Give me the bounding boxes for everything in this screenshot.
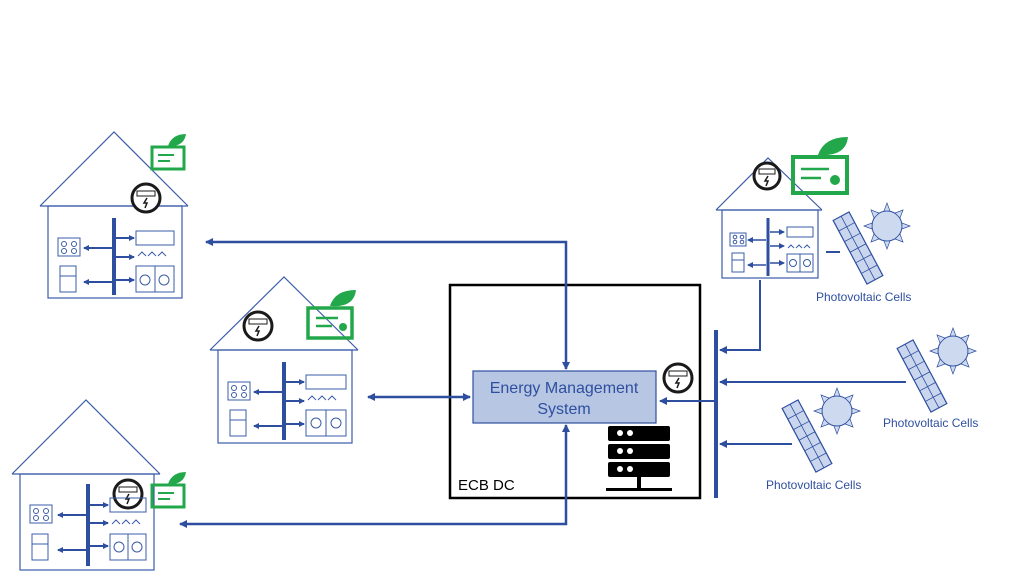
sun-icon bbox=[813, 387, 861, 435]
smart-meter-icon bbox=[752, 161, 782, 191]
house-bottom-left bbox=[11, 399, 186, 571]
pv-label-right: Photovoltaic Cells bbox=[883, 416, 978, 430]
house-icon bbox=[39, 131, 189, 299]
stove-icon bbox=[729, 232, 747, 247]
house-icon bbox=[11, 399, 161, 571]
datacenter-label: ECB DC bbox=[458, 477, 515, 494]
stove-icon bbox=[57, 237, 81, 257]
pv-label-top: Photovoltaic Cells bbox=[816, 290, 911, 304]
link-house-top-left bbox=[205, 238, 570, 370]
smart-meter-icon bbox=[112, 478, 144, 510]
fridge-icon bbox=[31, 533, 49, 561]
air-conditioner-icon bbox=[305, 374, 347, 401]
sun-icon bbox=[863, 202, 911, 250]
fridge-icon bbox=[59, 265, 77, 293]
green-certificate-icon bbox=[150, 134, 186, 171]
stove-icon bbox=[227, 381, 251, 401]
ems-box[interactable]: Energy Management System bbox=[472, 370, 657, 424]
datacenter-box bbox=[448, 283, 702, 500]
server-rack-icon bbox=[606, 426, 672, 491]
washer-icon bbox=[305, 409, 347, 437]
solar-panel-icon bbox=[781, 399, 833, 473]
smart-meter-icon bbox=[242, 310, 274, 342]
green-certificate-icon bbox=[150, 472, 186, 509]
stove-icon bbox=[29, 504, 53, 524]
washer-icon bbox=[786, 253, 814, 273]
link-house-top-right bbox=[719, 280, 761, 354]
air-conditioner-icon bbox=[786, 226, 814, 249]
air-conditioner-icon bbox=[109, 497, 147, 525]
washer-icon bbox=[109, 533, 147, 561]
pv-array-right bbox=[896, 327, 977, 413]
solar-panel-icon bbox=[832, 211, 884, 285]
smart-meter-icon bbox=[130, 182, 162, 214]
green-certificate-icon bbox=[791, 137, 849, 195]
ems-label-line2: System bbox=[537, 401, 590, 418]
solar-panel-icon bbox=[896, 339, 948, 413]
pv-array-top bbox=[832, 202, 911, 285]
sun-icon bbox=[929, 327, 977, 375]
smart-meter-icon bbox=[662, 362, 694, 394]
house-middle bbox=[209, 276, 359, 444]
pv-label-bottom: Photovoltaic Cells bbox=[766, 478, 861, 492]
air-conditioner-icon bbox=[135, 230, 175, 257]
washer-icon bbox=[135, 265, 175, 293]
house-top-right bbox=[715, 137, 849, 279]
link-house-bottom-left bbox=[179, 424, 570, 528]
house-top-left bbox=[39, 131, 189, 299]
ems-label-line1: Energy Management bbox=[490, 380, 639, 397]
pv-array-bottom bbox=[781, 387, 861, 473]
fridge-icon bbox=[229, 409, 247, 437]
green-certificate-icon bbox=[306, 290, 356, 340]
fridge-icon bbox=[731, 252, 745, 273]
